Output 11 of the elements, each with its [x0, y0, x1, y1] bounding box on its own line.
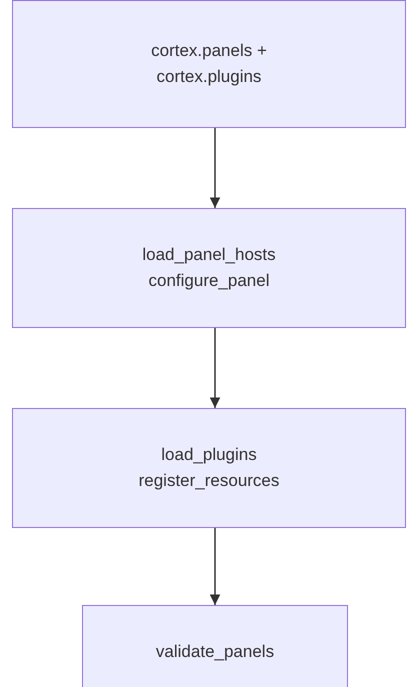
- process-box: [12, 208, 406, 328]
- node-label: load_plugins register_resources: [138, 444, 280, 492]
- arrow: [210, 528, 220, 605]
- process-box: [82, 605, 348, 687]
- arrow: [210, 128, 220, 208]
- process-box: [12, 408, 406, 528]
- process-box: [12, 0, 406, 128]
- node-label: cortex.panels + cortex.plugins: [150, 40, 268, 88]
- arrow: [210, 328, 220, 408]
- node-label: load_panel_hosts configure_panel: [141, 244, 277, 292]
- node-label: validate_panels: [156, 641, 274, 664]
